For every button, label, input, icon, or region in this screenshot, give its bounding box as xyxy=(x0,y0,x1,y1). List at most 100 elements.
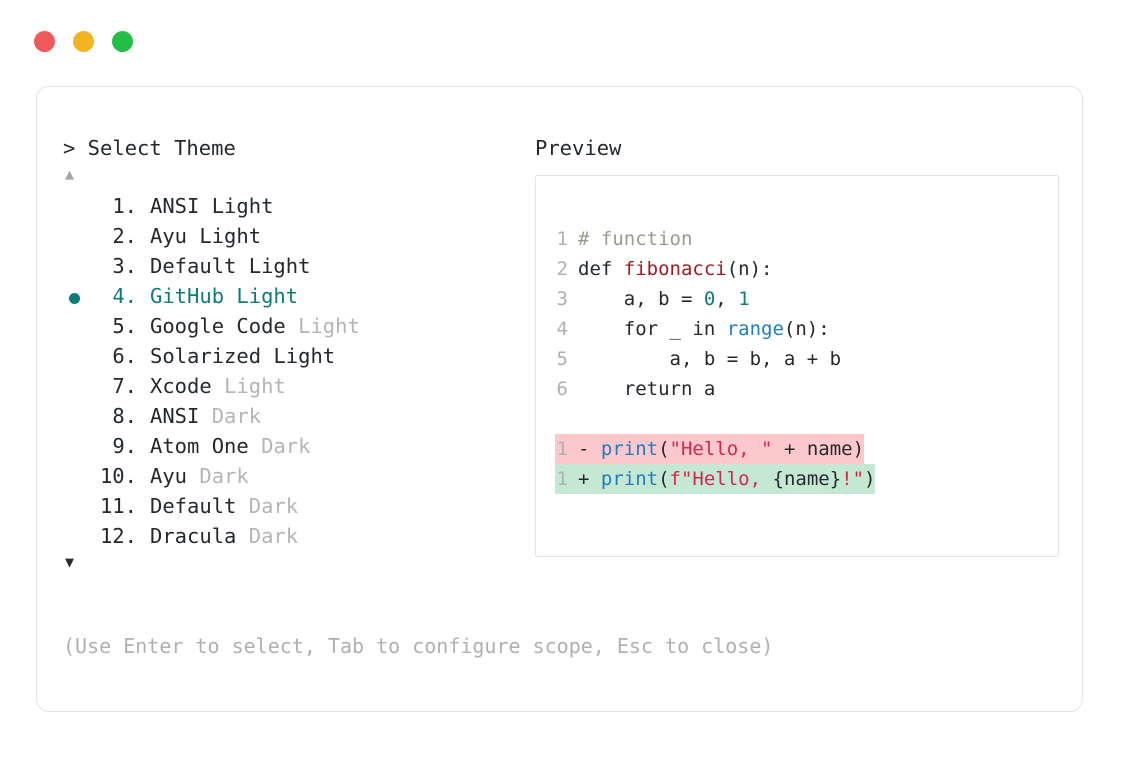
code-token: ) xyxy=(864,468,876,490)
theme-item-variant: Dark xyxy=(211,404,262,428)
theme-item-name: Default xyxy=(150,494,237,518)
code-token: + name) xyxy=(772,438,865,460)
theme-item-variant: Dark xyxy=(248,494,299,518)
theme-list-item[interactable]: 3. Default Light xyxy=(63,251,533,281)
prompt-title: > Select Theme xyxy=(63,136,236,160)
theme-item-space xyxy=(236,521,248,551)
diff-line-del: 1- print("Hello, " + name) xyxy=(555,434,1052,464)
code-token: , xyxy=(715,288,739,310)
keyboard-hint: (Use Enter to select, Tab to configure s… xyxy=(63,634,774,658)
theme-list-item[interactable]: 5.Google Code Light xyxy=(63,311,533,341)
theme-item-variant: Dark xyxy=(261,434,311,458)
code-token: !" xyxy=(841,468,865,490)
theme-item-space xyxy=(224,281,236,311)
code-token: 0 xyxy=(703,288,716,310)
code-line-number: 2 xyxy=(556,258,568,280)
code-token: # function xyxy=(578,228,693,250)
code-token: (n): xyxy=(783,318,830,340)
code-line: 6 return a xyxy=(555,374,1052,404)
code-line: 3 a, b = 0, 1 xyxy=(555,284,1052,314)
code-token: 1 xyxy=(738,288,750,310)
diff-line-add: 1+ print(f"Hello, {name}!") xyxy=(555,464,1052,494)
theme-item-variant: Light xyxy=(224,374,286,398)
scroll-up-indicator-icon[interactable]: ▲ xyxy=(65,165,75,183)
window-controls xyxy=(34,31,133,52)
theme-list-item[interactable]: 7.Xcode Light xyxy=(63,371,533,401)
theme-item-name: GitHub xyxy=(150,284,225,308)
maximize-window-dot[interactable] xyxy=(112,31,133,52)
code-token: def xyxy=(578,258,624,280)
theme-item-variant: Dark xyxy=(248,524,299,548)
theme-item-index: 11. xyxy=(99,494,137,518)
code-line-number: 4 xyxy=(556,318,568,340)
diff-highlight: 1- print("Hello, " + name) xyxy=(555,434,865,464)
theme-list-item[interactable]: 2.Ayu Light xyxy=(63,221,533,251)
scroll-down-indicator-icon[interactable]: ▼ xyxy=(65,553,75,571)
theme-item-index: 4. xyxy=(112,284,137,308)
theme-item-space xyxy=(187,461,199,491)
theme-item-name: Ayu xyxy=(150,224,188,248)
theme-item-name: Default xyxy=(150,254,237,278)
theme-list-item[interactable]: 10.Ayu Dark xyxy=(63,461,533,491)
theme-item-space xyxy=(187,221,199,251)
code-token: a, b = xyxy=(578,288,704,310)
theme-list-item[interactable]: 6.Solarized Light xyxy=(63,341,533,371)
theme-item-variant: Dark xyxy=(199,464,249,488)
code-token: range xyxy=(726,318,784,340)
code-token: + xyxy=(578,468,601,490)
code-token: ( xyxy=(658,468,670,490)
theme-item-index: 8. xyxy=(112,404,137,428)
code-line-number: 3 xyxy=(556,288,568,310)
theme-list-item[interactable]: 8. ANSI Dark xyxy=(63,401,533,431)
theme-item-space xyxy=(261,341,273,371)
theme-item-index: 3. xyxy=(112,254,137,278)
code-line: 5 a, b = b, a + b xyxy=(555,344,1052,374)
theme-list-item[interactable]: 11. Default Dark xyxy=(63,491,533,521)
theme-item-name: ANSI xyxy=(150,194,200,218)
diff-line-number: 1 xyxy=(556,438,568,460)
minimize-window-dot[interactable] xyxy=(73,31,94,52)
theme-item-variant: Light xyxy=(236,284,299,308)
theme-item-index: 6. xyxy=(112,344,137,368)
code-line: 4 for _ in range(n): xyxy=(555,314,1052,344)
theme-item-space xyxy=(212,371,224,401)
code-token: {name} xyxy=(772,468,842,490)
code-token: for _ in xyxy=(578,318,727,340)
theme-item-name: ANSI xyxy=(150,404,200,428)
code-token: - xyxy=(578,438,601,460)
code-token: print xyxy=(600,438,659,460)
code-line-number: 1 xyxy=(556,228,568,250)
theme-item-name: Atom One xyxy=(150,434,249,458)
theme-item-index: 1. xyxy=(112,194,137,218)
close-window-dot[interactable] xyxy=(34,31,55,52)
code-line-number: 6 xyxy=(556,378,568,400)
theme-item-variant: Light xyxy=(298,314,360,338)
code-token: a, b = b, a + b xyxy=(578,348,842,370)
code-line-number: 5 xyxy=(556,348,568,370)
theme-item-space xyxy=(286,311,298,341)
theme-list-item[interactable]: 12.Dracula Dark xyxy=(63,521,533,551)
theme-item-index: 9. xyxy=(112,434,137,458)
code-token: (n): xyxy=(726,258,773,280)
theme-item-variant: Light xyxy=(273,344,336,368)
code-spacer xyxy=(555,404,1052,434)
theme-item-variant: Light xyxy=(248,254,311,278)
theme-list-item[interactable]: 4. GitHub Light xyxy=(63,281,533,311)
code-line: 1 # function xyxy=(555,224,1052,254)
code-token: f"Hello, xyxy=(669,468,773,490)
theme-item-space xyxy=(249,431,261,461)
theme-item-name: Google Code xyxy=(150,314,286,338)
theme-item-variant: Light xyxy=(199,224,262,248)
theme-list-item[interactable]: 9. Atom One Dark xyxy=(63,431,533,461)
theme-item-index: 10. xyxy=(99,464,137,488)
code-token: ( xyxy=(658,438,670,460)
theme-item-variant: Light xyxy=(211,194,274,218)
theme-list-item[interactable]: 1. ANSI Light xyxy=(63,191,533,221)
theme-item-space xyxy=(236,251,248,281)
